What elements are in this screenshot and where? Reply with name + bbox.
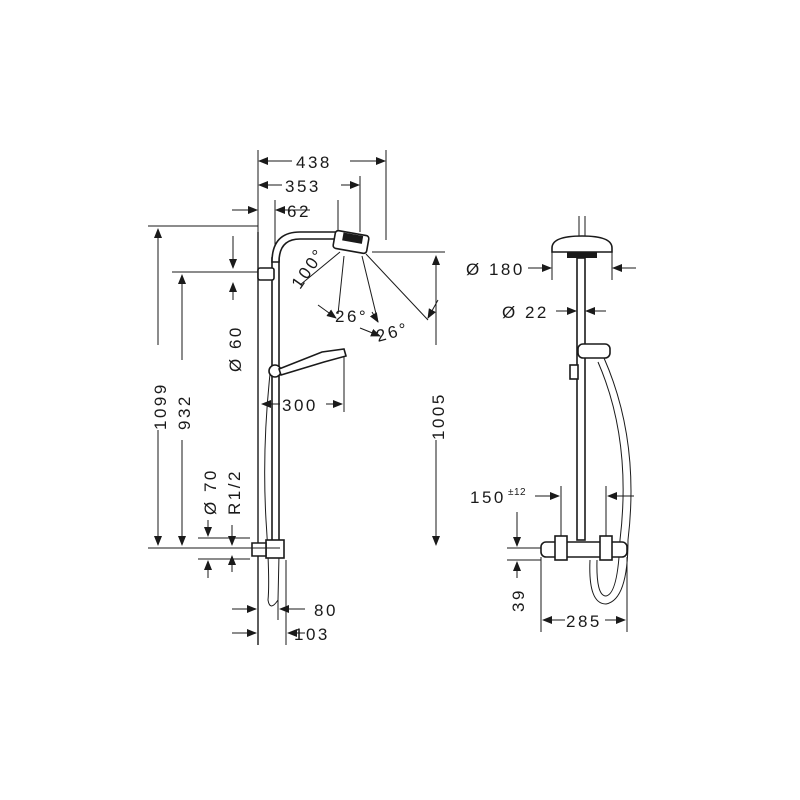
side-hand-holder [577,343,611,359]
inlet-fitting [251,542,267,557]
hand-shower [278,348,347,376]
side-riser-pipe [576,257,586,541]
dim-height-overall: 1099 [151,382,170,430]
angle-spray-left: 26° [335,307,368,326]
dim-inlet-thread: R1/2 [225,469,244,515]
dim-hand-shower-length: 300 [282,396,318,415]
mixer-body [265,539,285,559]
front-view: 438 353 62 [148,150,448,645]
dim-head-offset: 62 [287,202,311,221]
dim-holder-diameter: Ø 60 [226,325,245,372]
dim-head-diameter: Ø 180 [466,260,525,279]
dim-thermostat-height: 39 [509,588,528,612]
dim-thermostat-width: 285 [566,612,602,631]
angle-head: 100° [288,244,329,292]
side-view: Ø 180 Ø 22 150 ±12 39 285 [466,216,636,632]
dim-height-holder: 932 [175,394,194,430]
riser-pipe [271,257,280,549]
dim-pipe-diameter: Ø 22 [502,303,549,322]
dim-wall-offset-103: 103 [294,625,330,644]
dim-height-head: 1005 [429,392,448,440]
dim-inlet-spacing-tolerance: ±12 [508,487,526,498]
side-thermostat [540,541,628,558]
side-head-shower [551,235,613,253]
dim-inlet-diameter: Ø 70 [201,468,220,515]
wall-holder [257,267,275,281]
dim-wall-offset-80: 80 [314,601,338,620]
dim-width-overall: 438 [296,153,332,172]
angle-spray-right: 26° [374,319,411,346]
dim-width-head-arm: 353 [285,177,321,196]
dim-inlet-spacing: 150 [470,488,506,507]
